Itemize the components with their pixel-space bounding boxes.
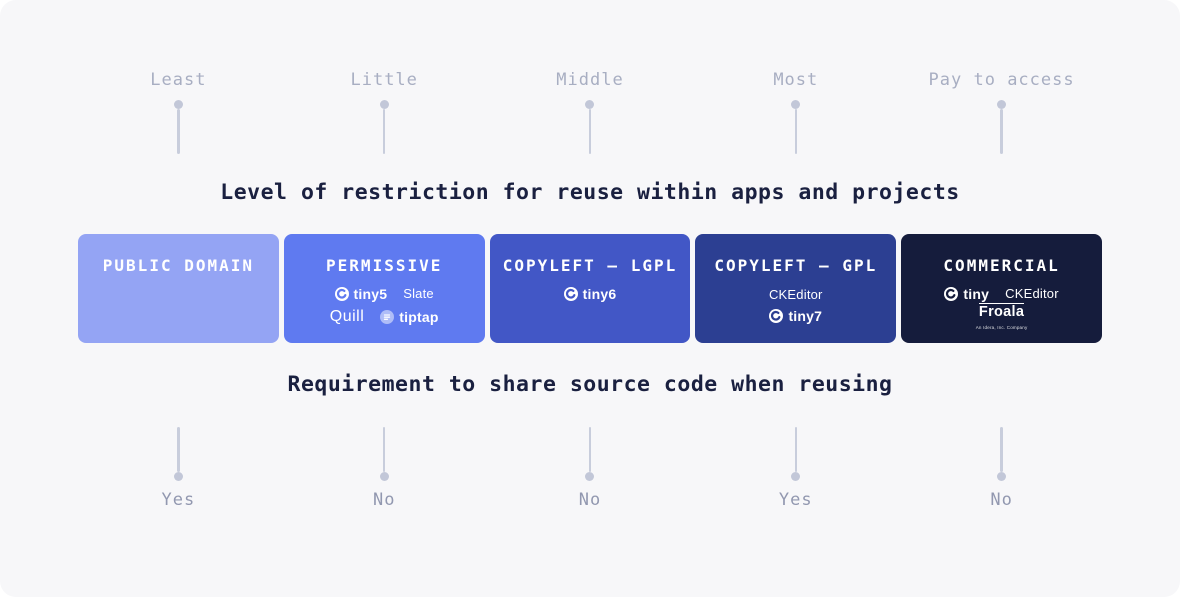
pin-dot (585, 100, 595, 109)
axis-label: No (578, 490, 602, 510)
logo-row: tiny6 (563, 282, 617, 305)
pin-marker (997, 427, 1007, 481)
pin-marker (997, 100, 1007, 154)
axis-point-middle: Middle (490, 70, 691, 154)
restriction-axis: Least Little Middle Most Pay to access (78, 70, 1102, 154)
card-permissive: PERMISSIVE tiny5 Slate Qui (283, 234, 485, 343)
axis-point-least: Least (78, 70, 279, 154)
logo-row: Quill tiptap (330, 307, 439, 327)
pin-marker (173, 100, 183, 154)
axis-point-yes: Yes (78, 427, 279, 510)
pin-marker (585, 427, 595, 481)
tiptap-logo: tiptap (380, 309, 438, 325)
tiny5-logo: tiny5 (334, 286, 388, 302)
axis-point-little: Little (284, 70, 485, 154)
card-title: PUBLIC DOMAIN (102, 256, 255, 275)
ckeditor-logo: CKEditor (768, 286, 823, 302)
ckeditor-logo: CKEditor (1005, 286, 1059, 301)
pin-dot (997, 472, 1007, 481)
share-source-title: Requirement to share source code when re… (287, 372, 893, 397)
pin-marker (791, 427, 801, 481)
axis-label: Most (773, 70, 819, 90)
pin-marker (173, 427, 183, 481)
pin-dot (791, 100, 801, 109)
axis-label: No (990, 490, 1013, 510)
logo-row: Froala An Idera, Inc. Company (976, 303, 1028, 330)
slate-logo: Slate (403, 286, 434, 301)
pin-line (382, 109, 386, 154)
axis-label: Least (150, 70, 207, 90)
pin-marker (379, 427, 389, 481)
pin-dot (791, 472, 801, 481)
pin-line (1000, 109, 1003, 154)
tiny6-logo: tiny6 (563, 286, 617, 302)
card-public-domain: PUBLIC DOMAIN (78, 234, 279, 343)
axis-label: Yes (161, 490, 196, 510)
logo-row: tiny7 (769, 306, 822, 326)
axis-point-most: Most (695, 70, 896, 154)
pin-dot (173, 472, 183, 481)
tiny-icon (563, 286, 578, 301)
card-commercial: COMMERCIAL tiny CKEditor F (901, 234, 1102, 343)
pin-line (588, 109, 592, 154)
logo-row: CKEditor (769, 284, 823, 304)
pin-line (794, 109, 798, 154)
tiny-logo: tiny (944, 286, 989, 302)
axis-label: Little (350, 70, 418, 90)
license-cards: PUBLIC DOMAIN PERMISSIVE tiny5 Slate (78, 234, 1102, 343)
pin-dot (379, 100, 389, 109)
share-source-axis: Yes No No Yes No (78, 427, 1102, 510)
axis-point-yes: Yes (695, 427, 896, 510)
axis-point-no: No (284, 427, 485, 510)
card-title: COPYLEFT — GPL (714, 256, 878, 275)
card-title: COMMERCIAL (943, 256, 1060, 275)
pin-marker (791, 100, 801, 154)
pin-line (794, 427, 798, 472)
pin-marker (379, 100, 389, 154)
card-copyleft-gpl: COPYLEFT — GPL CKEditor tiny7 (695, 234, 897, 343)
quill-logo: Quill (329, 308, 365, 325)
pin-dot (173, 100, 183, 109)
pin-dot (379, 472, 389, 481)
card-title: COPYLEFT — LGPL (502, 256, 678, 275)
logo-row: tiny5 Slate (334, 282, 434, 305)
pin-line (382, 427, 386, 472)
tiptap-icon (380, 310, 395, 324)
tiny-icon (944, 286, 959, 301)
pin-dot (585, 472, 595, 481)
logo-row: tiny CKEditor (944, 282, 1059, 305)
tiny-icon (769, 309, 784, 323)
pin-line (588, 427, 592, 472)
pin-marker (585, 100, 595, 154)
axis-label: Middle (556, 70, 624, 90)
pin-line (177, 427, 180, 472)
axis-point-no: No (490, 427, 691, 510)
pin-line (1000, 427, 1003, 472)
axis-label: Yes (778, 490, 813, 510)
tiny-icon (334, 286, 349, 301)
axis-label: No (372, 490, 396, 510)
axis-label: Pay to access (928, 70, 1075, 90)
card-title: PERMISSIVE (326, 256, 443, 275)
tiny7-logo: tiny7 (769, 308, 822, 324)
axis-point-no: No (901, 427, 1102, 510)
froala-logo: Froala An Idera, Inc. Company (975, 303, 1028, 331)
restriction-title: Level of restriction for reuse within ap… (220, 180, 960, 205)
froala-subtext: An Idera, Inc. Company (975, 325, 1028, 331)
pin-line (177, 109, 180, 154)
pin-dot (997, 100, 1007, 109)
card-copyleft-lgpl: COPYLEFT — LGPL tiny6 (489, 234, 691, 343)
axis-point-pay-to-access: Pay to access (901, 70, 1102, 154)
